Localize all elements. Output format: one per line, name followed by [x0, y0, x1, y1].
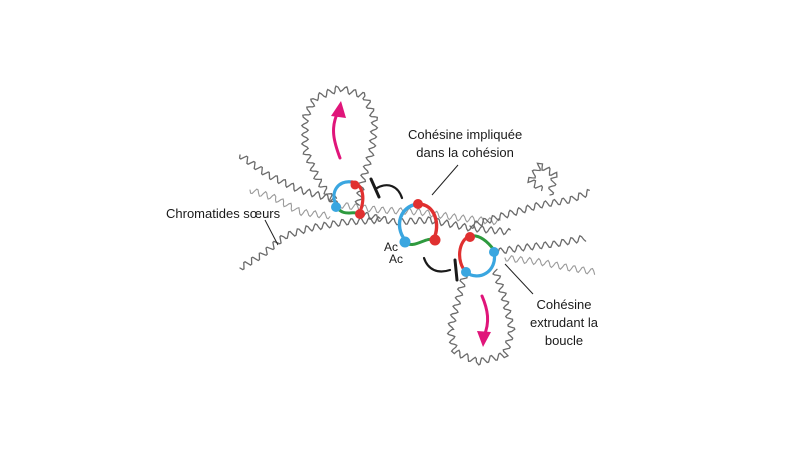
label-sister-chromatids: Chromatides sœurs — [166, 206, 281, 221]
leader-cohesion — [431, 164, 459, 196]
label-cohesion-line-1: Cohésine impliquée — [408, 127, 523, 142]
label-extruding-line-3: boucle — [544, 333, 584, 348]
cohesin-ring-upper — [331, 180, 365, 219]
label-extruding-line-1: Cohésine — [536, 297, 592, 312]
chromatin-strand — [239, 215, 381, 271]
chromatin-strands — [238, 85, 596, 366]
chromatin-strand — [300, 85, 379, 206]
inhibition-bar-icon — [422, 256, 459, 282]
label-extruding-line-2: extrudant la — [530, 315, 598, 330]
label-cohesion-cohesin: Cohésine impliquée dans la cohésion — [408, 126, 522, 162]
loop-direction-arrow-icon — [331, 101, 346, 160]
label-cohesion-line-2: dans la cohésion — [416, 145, 514, 160]
loop-direction-arrow-icon — [477, 294, 491, 347]
inhibition-bar-icon — [369, 177, 404, 200]
cohesin-ring-lower — [458, 232, 499, 278]
acetylation-mark: Ac — [389, 252, 404, 266]
chromatin-strand — [238, 154, 338, 203]
chromatin-strand — [493, 234, 587, 256]
chromatin-strand — [527, 162, 558, 196]
chromatin-strand — [446, 268, 516, 366]
chromatin-strand — [504, 255, 596, 275]
leader-sister-chromatids — [264, 219, 279, 246]
label-extruding-cohesin: Cohésine extrudant la boucle — [524, 296, 604, 350]
chromatin-strand — [339, 202, 501, 226]
acetylation-mark: Ac — [384, 240, 399, 254]
cohesin-ring-central — [397, 199, 441, 248]
leader-extruding — [504, 263, 534, 295]
chromatin-strand — [469, 188, 590, 229]
chromatin-strand — [249, 188, 331, 220]
